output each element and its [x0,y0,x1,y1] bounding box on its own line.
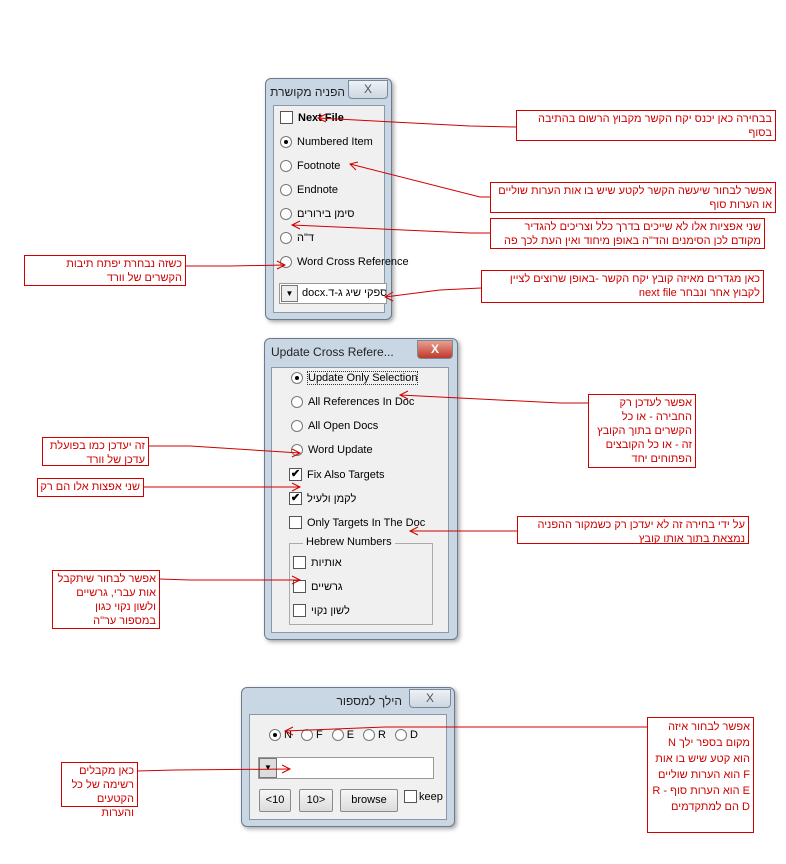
before-after-checkbox[interactable]: ✔ לקמן ולעיל [289,492,356,505]
radio-label: Word Cross Reference [297,256,409,268]
close-button[interactable]: X [348,80,388,99]
radio-numbered-item[interactable]: Numbered Item [280,136,373,148]
radio-label: All References In Doc [308,396,415,408]
go-to-number-dialog: X הילך למספור N F E R D ▼ <10 10> browse… [241,687,455,827]
only-targets-in-doc-checkbox[interactable]: Only Targets In The Doc [289,516,425,529]
radio-label: ד"ה [297,232,314,244]
radio-circle[interactable] [280,160,292,172]
browse-button[interactable]: browse [340,789,398,812]
radio-circle[interactable] [280,232,292,244]
radio-label: R [378,729,386,741]
next-file-checkbox[interactable]: Next File [280,111,344,124]
radio-label: סימן בירורים [297,208,355,220]
fix-also-targets-checkbox[interactable]: ✔ Fix Also Targets [289,468,384,481]
radio-all-references-in-doc[interactable]: All References In Doc [291,396,414,408]
arrow-line [384,287,482,298]
previous-10-button[interactable]: <10 [259,789,291,812]
radio-word-update[interactable]: Word Update [291,444,373,456]
radio-label: All Open Docs [308,420,379,432]
radio-circle[interactable] [291,372,303,384]
radio-word-cross-reference[interactable]: Word Cross Reference [280,256,409,268]
geresh-checkbox[interactable]: גרשיים [293,580,343,593]
close-button[interactable]: X [409,689,451,708]
note-word-update: זה יעדכן כמו בפועלת עדכן של וורד [42,437,149,466]
radio-label: F [315,729,323,741]
radio-circle[interactable] [291,396,303,408]
radio-all-open-docs[interactable]: All Open Docs [291,420,378,432]
note-bookmark-dh: שני אפציות אלו לא שייכים בדרך כלל וצריכי… [490,218,765,249]
radio-e[interactable] [331,729,344,741]
radio-circle[interactable] [291,444,303,456]
clean-language-checkbox[interactable]: לשון נקוי [293,604,350,617]
checkbox-box[interactable] [404,790,417,803]
close-button[interactable]: X [417,340,453,359]
combo-value: docx.ספקי שיג ג-ד [302,287,387,299]
note-next-file: בבחירה כאן יכנס יקח הקשר מקבוץ הרשום בהת… [516,110,776,141]
radio-label: Endnote [297,184,338,196]
checkbox-label: לקמן ולעיל [307,492,357,505]
section-combo[interactable]: ▼ [258,757,434,779]
checkbox-label: גרשיים [311,580,343,593]
radio-d[interactable] [394,729,407,741]
note-two-options: שני אפצות אלו הם רק [37,478,144,497]
radio-circle[interactable] [280,184,292,196]
radio-label: Word Update [308,444,373,456]
dialog-title: הפניה מקושרת [270,85,345,99]
checkbox-box[interactable]: ✔ [289,468,302,481]
radio-circle[interactable] [280,208,292,220]
file-combo[interactable]: ▼ docx.ספקי שיג ג-ד [279,283,387,304]
checkbox-label: Only Targets In The Doc [307,516,426,529]
dialog-title: הילך למספור [336,694,402,708]
note-only-targets: על ידי בחירה זה לא יעדכן רק כשמקור ההפני… [517,516,749,545]
radio-label: E [346,729,355,741]
note-file-combo: כאן מגדרים מאיזה קובץ יקח הקשר -באופן שר… [481,270,764,303]
keep-label: keep [419,790,443,803]
note-hebrew-numbers: אפשר לבחור שיתקבל אות עברי, גרשיים ולשון… [52,570,160,629]
radio-update-only-selection[interactable]: Update Only Selection [291,371,419,385]
checkbox-box[interactable]: ✔ [289,492,302,505]
note-section-types: אפשר לבחור איזה מקום בספר ילך N הוא קטע … [647,717,754,833]
note-update-scope: אפשר לעדכן רק החבירה - או כל הקשרים בתוך… [588,394,696,468]
update-cross-reference-dialog: X Update Cross Refere... Update Only Sel… [264,338,458,640]
chevron-down-icon[interactable]: ▼ [259,758,277,778]
radio-circle[interactable] [291,420,303,432]
checkbox-label: לשון נקוי [311,604,350,617]
radio-r[interactable] [363,729,376,741]
note-word-cross-reference: כשזה נבחרת יפתח תיבות הקשרים של וורד [24,255,186,286]
keep-checkbox[interactable]: keep [404,790,443,803]
letters-checkbox[interactable]: אותיות [293,556,342,569]
dialog-title: Update Cross Refere... [271,345,394,359]
radio-f[interactable] [300,729,313,741]
radio-footnote[interactable]: Footnote [280,160,340,172]
radio-dh[interactable]: ד"ה [280,232,314,244]
checkbox-box[interactable] [280,111,293,124]
checkbox-box[interactable] [293,604,306,617]
radio-circle[interactable] [280,256,292,268]
checkbox-box[interactable] [289,516,302,529]
checkbox-box[interactable] [293,556,306,569]
section-type-radios: N F E R D [269,729,418,741]
radio-label: Footnote [297,160,341,172]
next-file-label: Next File [298,111,344,124]
linked-reference-dialog: X הפניה מקושרת Next File Numbered Item F… [265,78,409,320]
radio-endnote[interactable]: Endnote [280,184,338,196]
note-footnote-endnote: אפשר לבחור שיעשה הקשר לקטע שיש בו אות הע… [490,182,776,213]
note-section-list: כאן מקבלים רשימה של כל הקטעים והערות [61,762,138,819]
checkbox-box[interactable] [293,580,306,593]
radio-label: N [284,729,292,741]
group-label: Hebrew Numbers [303,536,395,548]
checkbox-label: Fix Also Targets [307,468,385,481]
next-10-button[interactable]: 10> [299,789,333,812]
radio-circle[interactable] [280,136,292,148]
radio-label: D [409,729,418,741]
radio-label: Numbered Item [297,136,373,148]
checkbox-label: אותיות [311,556,342,569]
radio-bookmark[interactable]: סימן בירורים [280,208,354,220]
radio-label: Update Only Selection [306,371,419,385]
radio-n[interactable] [269,729,281,741]
chevron-down-icon[interactable]: ▼ [281,285,298,302]
